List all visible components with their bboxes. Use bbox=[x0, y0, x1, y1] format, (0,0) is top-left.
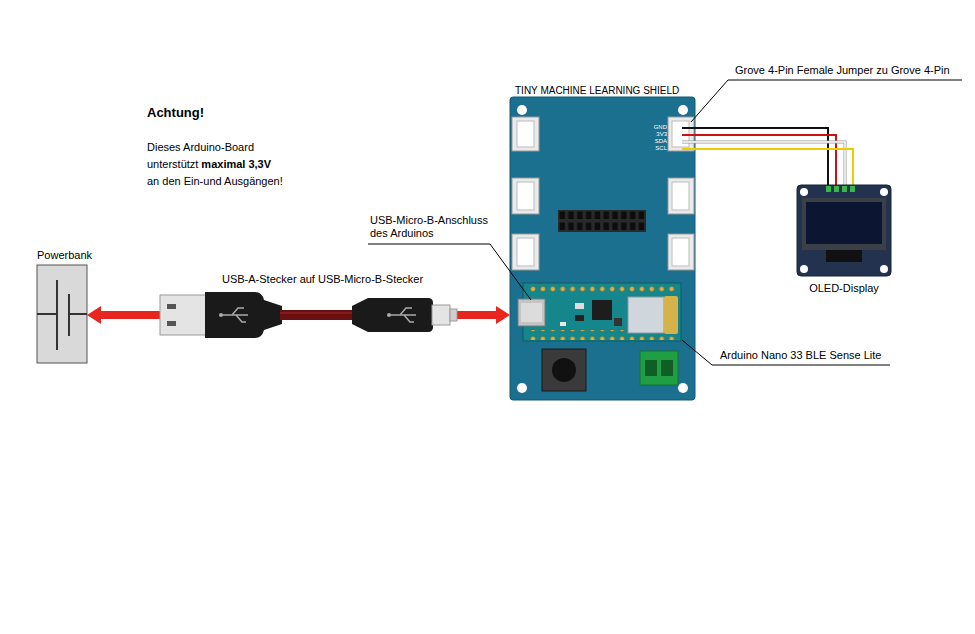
chip bbox=[575, 303, 584, 309]
pin-header bbox=[558, 210, 646, 232]
usb-a-plug bbox=[160, 295, 206, 335]
battery-symbol bbox=[37, 280, 87, 350]
pin-row bbox=[528, 284, 677, 294]
leader-line bbox=[368, 244, 531, 300]
grove-connector bbox=[512, 234, 539, 270]
mounting-hole bbox=[800, 188, 808, 196]
mounting-hole bbox=[517, 383, 527, 393]
chip bbox=[614, 318, 622, 326]
warning-emphasis: maximal 3,3V bbox=[201, 158, 271, 171]
component-box: TINY MACHINE LEARNING SHIELD bbox=[510, 85, 695, 400]
pin-name: 3V3 bbox=[656, 131, 667, 138]
mounting-hole bbox=[678, 383, 688, 393]
usb-port bbox=[521, 303, 542, 322]
grove-wire bbox=[682, 127, 696, 129]
oled-pin bbox=[850, 186, 855, 192]
callout-label: Arduino Nano 33 BLE Sense Lite bbox=[720, 349, 881, 362]
usb-port bbox=[518, 299, 545, 326]
grove-wire bbox=[682, 149, 853, 187]
warning-text: unterstützt bbox=[147, 158, 198, 171]
screw-terminal bbox=[661, 360, 673, 376]
oled-pin bbox=[826, 186, 831, 192]
display-label: OLED-Display bbox=[809, 282, 879, 295]
usb-cable bbox=[280, 310, 354, 320]
oled-pin bbox=[834, 186, 839, 192]
usb-a-plug bbox=[205, 292, 282, 338]
component-box: OLED-Display bbox=[797, 185, 891, 295]
grove-connector bbox=[512, 117, 539, 151]
callout-label: USB-Micro-B-Anschluss des Arduinos bbox=[370, 214, 500, 240]
led bbox=[560, 322, 566, 326]
mounting-hole bbox=[880, 188, 888, 196]
pin-name: SDA bbox=[655, 138, 667, 145]
cable-label: USB-A-Stecker auf USB-Micro-B-Stecker bbox=[222, 273, 423, 286]
arduino-board bbox=[523, 283, 681, 341]
antenna bbox=[664, 296, 678, 334]
grove-connector bbox=[672, 238, 689, 266]
push-button bbox=[542, 349, 586, 391]
usb-symbol bbox=[390, 308, 416, 322]
chip bbox=[575, 315, 584, 321]
callout-label: Grove 4-Pin Female Jumper zu Grove 4-Pin bbox=[735, 64, 950, 77]
push-button bbox=[552, 358, 576, 382]
mounting-hole bbox=[517, 105, 527, 115]
grove-wire bbox=[695, 128, 828, 185]
mounting-hole bbox=[880, 265, 888, 273]
grove-connector bbox=[517, 121, 534, 147]
usb-a-plug bbox=[167, 321, 176, 326]
usb-a-plug bbox=[167, 304, 176, 309]
mounting-hole bbox=[800, 265, 808, 273]
usb-cable bbox=[280, 313, 354, 314]
screw-terminal bbox=[640, 351, 678, 385]
component-box: Powerbank bbox=[37, 249, 87, 365]
warning-text: an den Ein-und Ausgängen! bbox=[147, 175, 283, 188]
usb-symbol bbox=[222, 308, 248, 322]
warning-heading: Achtung! bbox=[147, 105, 204, 121]
micro-usb-plug bbox=[450, 309, 457, 321]
pin-name: GND bbox=[654, 124, 667, 131]
powerbank-case bbox=[37, 265, 87, 363]
ble-module bbox=[628, 297, 664, 333]
oled-pin bbox=[842, 186, 847, 192]
oled-screen bbox=[806, 202, 882, 244]
oled-ribbon bbox=[826, 250, 862, 262]
usb-symbol bbox=[219, 313, 223, 317]
warning-text: Dieses Arduino-Board bbox=[147, 141, 254, 154]
chip bbox=[592, 300, 612, 320]
grove-connector bbox=[512, 178, 539, 214]
grove-connector bbox=[672, 182, 689, 210]
grove-connector bbox=[517, 238, 534, 266]
usb-symbol bbox=[387, 313, 391, 317]
mounting-hole bbox=[678, 105, 688, 115]
powerbank-label: Powerbank bbox=[37, 249, 92, 262]
oled-screen bbox=[802, 198, 886, 250]
pin-header bbox=[558, 210, 646, 232]
leader-line bbox=[682, 340, 890, 365]
pin-name: SCL bbox=[655, 145, 667, 152]
grove-connector bbox=[668, 234, 694, 270]
oled-board bbox=[797, 185, 891, 276]
board-title: TINY MACHINE LEARNING SHIELD bbox=[510, 85, 679, 97]
micro-usb-plug bbox=[432, 305, 450, 325]
shield-board bbox=[510, 97, 695, 400]
micro-usb-plug bbox=[352, 298, 433, 332]
grove-connector bbox=[668, 178, 694, 214]
grove-connector bbox=[517, 182, 534, 210]
screw-terminal bbox=[645, 360, 657, 376]
leader-line bbox=[691, 80, 962, 122]
